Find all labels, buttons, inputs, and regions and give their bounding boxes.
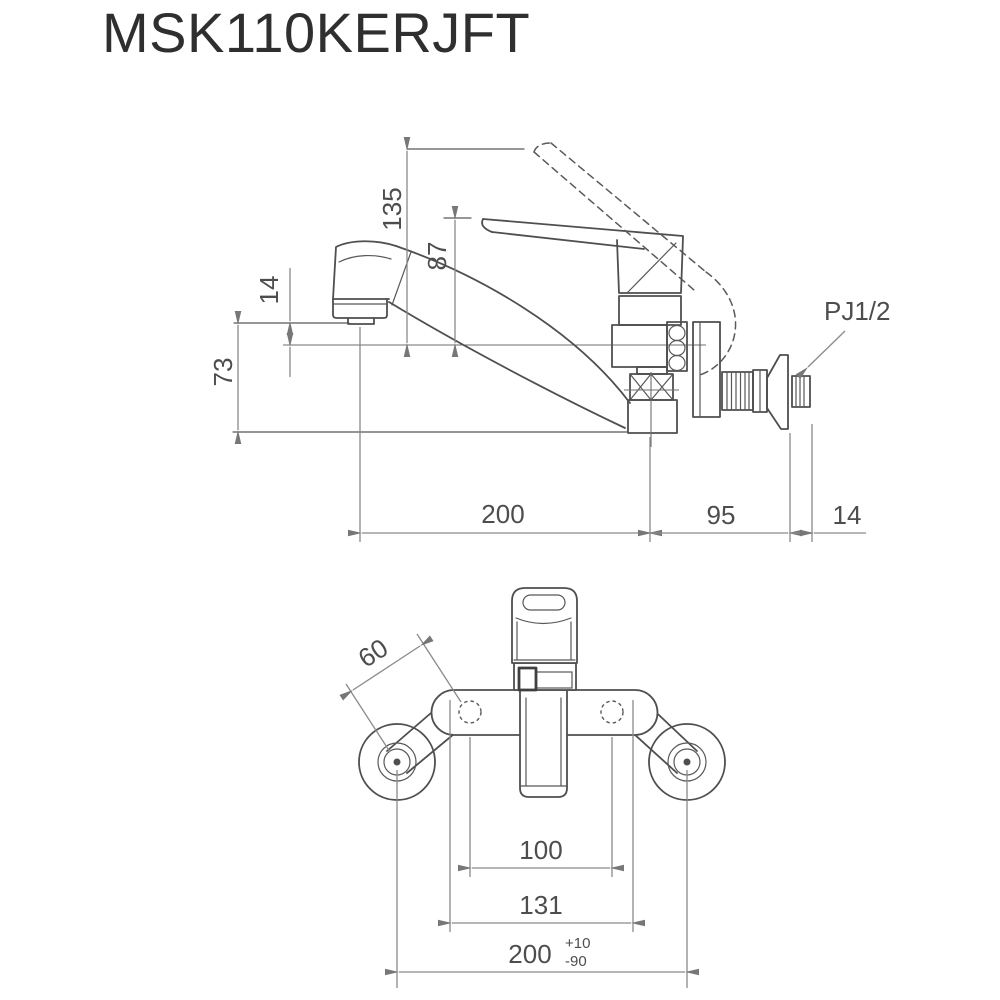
front-view: 60 100 131 200 +10 -90 bbox=[339, 587, 726, 988]
column-inner-lines bbox=[525, 697, 562, 787]
side-view-linework bbox=[232, 148, 706, 433]
dim-73: 73 bbox=[208, 358, 238, 387]
ext-60-flange bbox=[345, 683, 391, 753]
spout-head-outline bbox=[332, 240, 397, 300]
thread-leader-line bbox=[795, 330, 846, 380]
nut-ball-2 bbox=[668, 339, 686, 357]
pipe-nipple bbox=[791, 375, 811, 408]
lever-tip-front bbox=[517, 666, 538, 692]
dim-14-bottom: 14 bbox=[833, 500, 862, 530]
column-outline bbox=[519, 689, 568, 798]
handle-knob bbox=[511, 587, 578, 664]
lever-bottom-edge bbox=[491, 231, 645, 250]
phantom-lever-edge-1 bbox=[533, 151, 695, 291]
spout-tube-lower-curve bbox=[388, 301, 626, 429]
dim-87: 87 bbox=[422, 242, 452, 271]
spout-tube-upper-curve bbox=[395, 245, 631, 404]
escutcheon-flange bbox=[766, 354, 789, 430]
knob-surface-curve bbox=[515, 617, 572, 625]
left-flange-center bbox=[393, 758, 401, 766]
lever-tip bbox=[481, 218, 493, 233]
thread-ridges bbox=[726, 371, 750, 411]
left-screw-hole bbox=[458, 700, 482, 724]
faucet-body bbox=[611, 236, 721, 447]
dim-line-60 bbox=[339, 635, 434, 701]
phantom-body-arc bbox=[696, 271, 737, 377]
valve-collar bbox=[636, 366, 668, 375]
lever-top-edge bbox=[482, 218, 684, 237]
dim-135: 135 bbox=[377, 187, 407, 230]
nut-ball-3 bbox=[668, 354, 686, 372]
body-seam bbox=[627, 242, 677, 293]
pipe-threads bbox=[795, 375, 805, 408]
spout-seam-line bbox=[391, 251, 412, 306]
dim-100: 100 bbox=[519, 835, 562, 865]
dim-95: 95 bbox=[707, 500, 736, 530]
nut-ball-1 bbox=[668, 324, 686, 342]
thread-label: PJ1/2 bbox=[824, 296, 891, 326]
handle-collar bbox=[513, 662, 577, 691]
raised-handle-phantom bbox=[533, 142, 737, 377]
mounting-plate bbox=[692, 321, 721, 418]
body-outline bbox=[616, 236, 684, 294]
phantom-lever-tip bbox=[533, 142, 552, 153]
lever-handle bbox=[481, 218, 684, 250]
cartridge-housing bbox=[611, 324, 668, 368]
right-flange-center bbox=[683, 758, 691, 766]
phantom-lever-edge-2 bbox=[550, 142, 707, 273]
wall-connection bbox=[721, 354, 811, 430]
spout-outlet-block bbox=[332, 298, 388, 319]
body-column bbox=[519, 689, 568, 798]
spout bbox=[332, 240, 631, 429]
dim-tolerance-plus: +10 bbox=[565, 935, 590, 952]
dim-131: 131 bbox=[519, 890, 562, 920]
side-view: 135 87 14 73 200 95 14 PJ1/2 bbox=[208, 137, 891, 542]
handle-front bbox=[511, 587, 578, 692]
aerator-tab bbox=[347, 317, 375, 325]
body-neck bbox=[618, 295, 682, 326]
dim-200-pitch: 200 bbox=[508, 939, 551, 969]
right-screw-hole bbox=[600, 700, 624, 724]
ext-60-screw bbox=[416, 633, 462, 703]
spout-head-inner-line bbox=[338, 255, 392, 263]
side-view-dimensions: 135 87 14 73 200 95 14 PJ1/2 bbox=[208, 137, 891, 542]
elbow-body bbox=[627, 399, 678, 434]
page-title: MSK110KERJFT bbox=[102, 1, 530, 64]
dim-200: 200 bbox=[481, 499, 524, 529]
knob-grip-hole bbox=[522, 594, 566, 611]
knurl-pattern bbox=[629, 373, 674, 401]
dim-tolerance-minus: -90 bbox=[565, 953, 587, 970]
dim-14-left: 14 bbox=[254, 276, 284, 305]
front-view-dimensions: 60 100 131 200 +10 -90 bbox=[339, 633, 699, 988]
knob-side-lines bbox=[516, 621, 572, 660]
